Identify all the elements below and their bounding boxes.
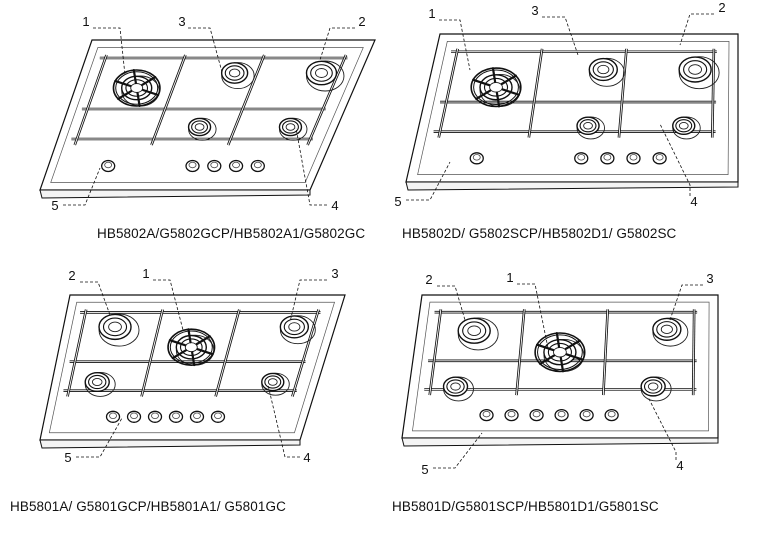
svg-text:2: 2 (358, 14, 365, 29)
panel-caption-3: HB5801A/ G5801GCP/HB5801A1/ G5801GC (10, 499, 286, 514)
panel-caption-1: HB5802A/G5802GCP/HB5802A1/G5802GC (97, 226, 366, 241)
svg-text:1: 1 (428, 6, 435, 21)
svg-text:4: 4 (690, 194, 697, 209)
svg-text:3: 3 (531, 3, 538, 18)
svg-text:1: 1 (506, 270, 513, 285)
hob-drawing-2: 1 3 2 4 5 (394, 0, 739, 209)
hob-drawing-4: 1 2 3 4 5 (401, 270, 719, 477)
svg-text:4: 4 (303, 450, 310, 465)
svg-text:2: 2 (68, 268, 75, 283)
hob-drawing-3: 1 2 3 4 5 (39, 266, 346, 465)
hob-drawing-1: 1 3 2 4 5 (39, 14, 376, 213)
svg-text:1: 1 (142, 266, 149, 281)
svg-text:3: 3 (706, 271, 713, 286)
svg-text:3: 3 (178, 14, 185, 29)
svg-text:5: 5 (421, 462, 428, 477)
svg-text:2: 2 (425, 272, 432, 287)
svg-text:1: 1 (82, 14, 89, 29)
svg-text:4: 4 (331, 198, 338, 213)
svg-text:5: 5 (64, 450, 71, 465)
svg-text:5: 5 (51, 198, 58, 213)
svg-text:5: 5 (394, 194, 401, 209)
svg-text:3: 3 (331, 266, 338, 281)
svg-text:2: 2 (718, 0, 725, 15)
panel-caption-4: HB5801D/G5801SCP/HB5801D1/G5801SC (392, 499, 659, 514)
panel-caption-2: HB5802D/ G5802SCP/HB5802D1/ G5802SC (402, 226, 677, 241)
svg-text:4: 4 (676, 458, 683, 473)
